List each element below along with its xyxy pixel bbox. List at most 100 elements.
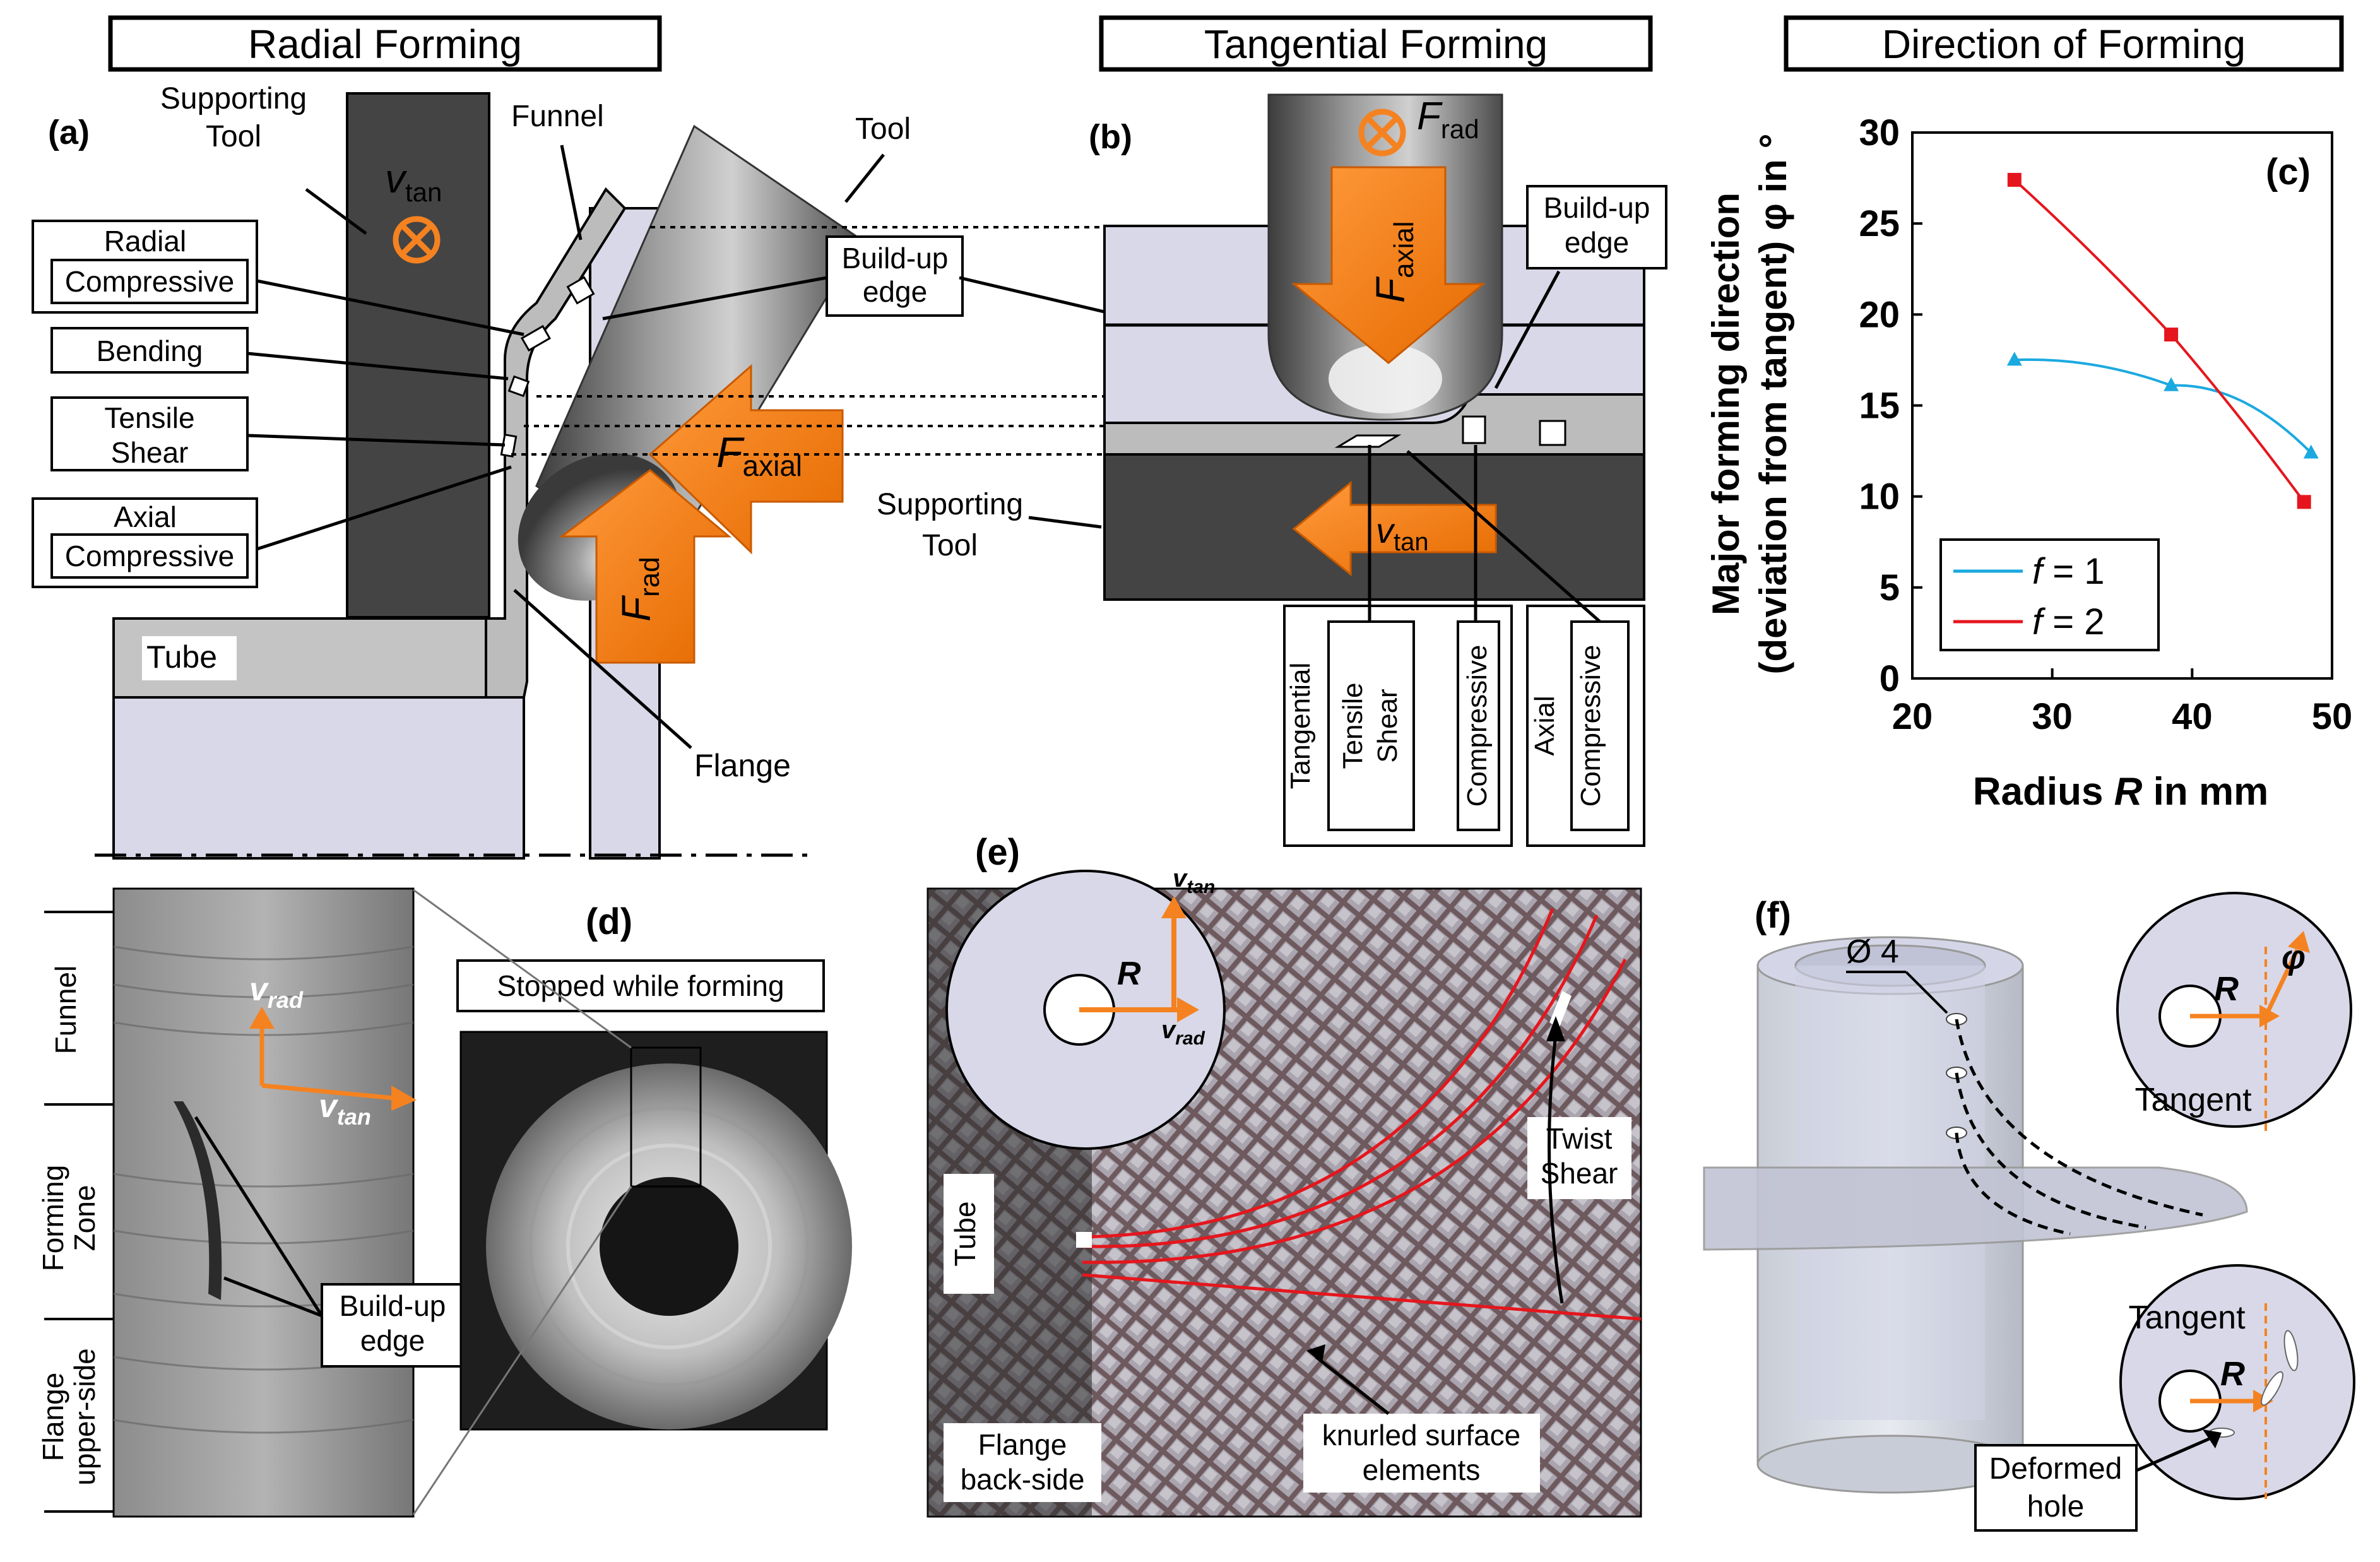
f-rad-label-b: Frad	[1417, 95, 1479, 144]
sheet-b	[1103, 393, 1645, 456]
panel-b: Faxial Frad vtan (b) Build-up edge Suppo…	[877, 93, 1667, 847]
diameter-label: Ø 4	[1846, 933, 1899, 970]
tangent-label-bottom: Tangent	[2128, 1299, 2246, 1336]
svg-text:Compressive: Compressive	[65, 540, 234, 572]
header-direction-of-forming: Direction of Forming	[1784, 15, 2344, 72]
supporting-tool-label-b: Supporting	[877, 488, 1023, 521]
data-point	[2164, 328, 2179, 342]
tube-label: Tube	[146, 639, 217, 675]
svg-text:Tangential: Tangential	[1285, 663, 1316, 790]
data-point	[2164, 377, 2179, 391]
axial-compressive-box-b: Axial Compressive	[1526, 605, 1645, 847]
f-axial-arrow-b: Faxial	[1291, 166, 1486, 364]
x-tick-label: 20	[1892, 696, 1933, 737]
data-point	[2303, 444, 2319, 459]
vtan-arrow-b: vtan	[1292, 480, 1497, 577]
panel-d-tag: (d)	[586, 901, 632, 942]
svg-text:Shear: Shear	[1372, 689, 1403, 762]
svg-text:Shear: Shear	[1541, 1157, 1618, 1190]
svg-text:Axial: Axial	[114, 500, 177, 533]
svg-text:Compressive: Compressive	[1575, 645, 1606, 807]
y-axis-label-2: (deviation from tangent) φ in °	[1752, 134, 1794, 675]
f-rad-arrow-a: Frad	[559, 469, 732, 664]
vtan-label-e: vtan	[1173, 865, 1215, 897]
y-tick-label: 30	[1859, 112, 1900, 153]
tangent-label-top: Tangent	[2134, 1082, 2252, 1118]
panel-f: (f) Ø 4 R φ Tangent	[1703, 892, 2355, 1532]
y-tick-label: 15	[1859, 386, 1900, 427]
photo-d-closeup	[112, 887, 415, 1518]
svg-text:Build-up: Build-up	[1544, 191, 1650, 224]
svg-text:Compressive: Compressive	[65, 265, 234, 298]
svg-text:vtan: vtan	[1376, 511, 1429, 556]
funnel-label-a: Funnel	[511, 100, 604, 133]
sheet-funnel	[485, 187, 627, 699]
build-up-edge-groove	[174, 1101, 222, 1300]
tube-body	[112, 680, 525, 860]
flange-label-a: Flange	[694, 748, 791, 783]
data-point	[2007, 172, 2022, 187]
forming-zone-label-d2: Zone	[68, 1185, 101, 1251]
header-radial-text: Radial Forming	[248, 21, 522, 67]
svg-text:edge: edge	[1565, 226, 1629, 259]
y-axis-label-1: Major forming direction	[1705, 192, 1747, 615]
svg-text:hole: hole	[2027, 1490, 2085, 1524]
svg-text:Faxial: Faxial	[1368, 221, 1419, 303]
supporting-tool	[346, 92, 490, 618]
panel-a-tag: (a)	[48, 114, 90, 151]
header-direction-text: Direction of Forming	[1882, 21, 2246, 67]
svg-text:Shear: Shear	[111, 436, 189, 469]
tangential-tensile-shear-box: Tangential Tensile Shear Compressive	[1283, 605, 1513, 847]
svg-text:Axial: Axial	[1529, 695, 1560, 755]
svg-text:Bending: Bending	[97, 334, 203, 367]
vtan-symbol-a: vtan	[385, 156, 442, 207]
axial-compressive-box-a: Axial Compressive	[32, 465, 512, 588]
panel-e-tag: (e)	[975, 832, 1020, 873]
supporting-tool-label-b2: Tool	[922, 529, 978, 562]
r-label-bottom-f: R	[2220, 1355, 2245, 1393]
knurled-surface-box: knurled surface elements	[1303, 1344, 1540, 1493]
data-point	[2297, 495, 2311, 509]
svg-text:knurled surface: knurled surface	[1322, 1419, 1521, 1452]
svg-text:Faxial: Faxial	[716, 429, 802, 482]
stopped-while-forming-box: Stopped while forming	[456, 959, 825, 1012]
svg-text:Build-up: Build-up	[340, 1289, 446, 1322]
tensile-shear-box-a: Tensile Shear	[50, 396, 506, 471]
vtan-label-d: vtan	[319, 1088, 371, 1130]
panel-d: Funnel Forming Zone Flange upper-side vr…	[37, 887, 852, 1518]
supporting-tool-label-a: Supporting	[160, 82, 307, 115]
y-tick-label: 5	[1880, 567, 1900, 608]
svg-text:edge: edge	[863, 275, 927, 308]
r-label-top-f: R	[2214, 970, 2239, 1008]
into-page-icon-a	[393, 216, 441, 264]
x-tick-label: 30	[2032, 696, 2073, 737]
deformed-hole-box: Deformed hole	[1974, 1429, 2222, 1532]
flange-upper-label-d2: upper-side	[68, 1348, 101, 1485]
y-tick-label: 20	[1859, 294, 1900, 335]
svg-text:elements: elements	[1363, 1453, 1481, 1486]
x-axis-label: Radius R in mm	[1973, 770, 2269, 814]
inset-disc-top	[2116, 892, 2352, 1128]
header-tangential-forming: Tangential Forming	[1099, 15, 1653, 72]
bending-box: Bending	[50, 327, 509, 381]
svg-text:Radial: Radial	[104, 225, 186, 257]
svg-text:Twist: Twist	[1546, 1122, 1613, 1155]
legend: f = 1 f = 2	[1939, 538, 2160, 651]
svg-text:Frad: Frad	[613, 557, 665, 622]
build-up-edge-box-d: Build-up edge	[321, 1283, 465, 1368]
f-axial-arrow-a: Faxial	[648, 364, 844, 555]
x-tick-label: 40	[2172, 696, 2213, 737]
svg-text:Stopped while forming: Stopped while forming	[497, 969, 784, 1002]
vrad-label-e: vrad	[1161, 1016, 1205, 1049]
header-tangential-text: Tangential Forming	[1204, 21, 1548, 67]
svg-text:Tensile: Tensile	[104, 401, 194, 434]
into-page-icon-b	[1358, 109, 1406, 157]
svg-text:Compressive: Compressive	[1462, 645, 1493, 807]
svg-text:back-side: back-side	[961, 1463, 1085, 1496]
y-tick-label: 0	[1880, 658, 1900, 699]
inset-disc-bottom	[2119, 1264, 2355, 1500]
flange-back-side-box: Flange back-side	[944, 1423, 1101, 1502]
